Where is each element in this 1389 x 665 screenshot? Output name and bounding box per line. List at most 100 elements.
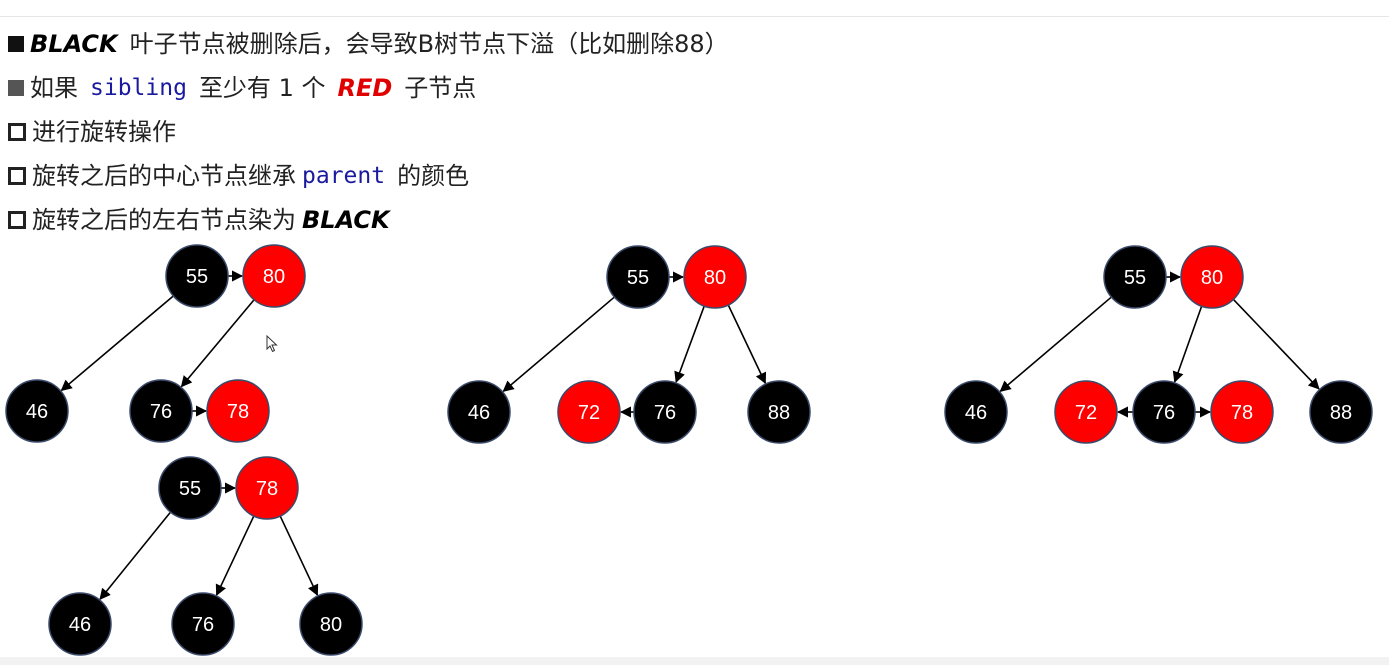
bullet-list: BLACK 叶子节点被删除后，会导致B树节点下溢（比如删除88） 如果 sibl…	[8, 22, 729, 242]
tree-node-t3-76: 76	[1132, 380, 1196, 444]
node-circle-black	[171, 592, 235, 656]
tree-node-t4-76: 76	[171, 592, 235, 656]
keyword-black: BLACK	[30, 30, 118, 58]
bullet-text: 如果	[30, 74, 78, 102]
edge-arrow-t2-80-to-t2-88	[727, 304, 767, 385]
node-circle-black	[129, 379, 193, 443]
node-value-label: 46	[468, 402, 490, 424]
edge-arrow-t3-55-to-t3-46	[999, 296, 1112, 393]
node-value-label: 78	[1231, 402, 1253, 424]
hollow-square-bullet-icon	[8, 123, 26, 141]
node-circle-black	[48, 592, 112, 656]
node-circle-black	[299, 592, 363, 656]
node-circle-black	[1132, 380, 1196, 444]
mouse-cursor-icon	[266, 335, 278, 353]
node-circle-black	[944, 380, 1008, 444]
bullet-rotate: 进行旋转操作	[8, 110, 729, 154]
tree-node-t1-78: 78	[206, 379, 270, 443]
keyword-black: BLACK	[302, 206, 390, 234]
node-value-label: 76	[654, 402, 676, 424]
node-circle-red	[1210, 380, 1274, 444]
tree-node-t1-46: 46	[5, 379, 69, 443]
node-value-label: 88	[768, 402, 790, 424]
bullet-text: 叶子节点被删除后，会导致B树节点下溢（比如删除88）	[129, 30, 729, 58]
node-value-label: 80	[263, 266, 285, 288]
node-value-label: 80	[320, 614, 342, 636]
node-value-label: 46	[965, 402, 987, 424]
nodes-layer: 55 80 46 76 78 55 80 46 72 76 88 55 80 46 72 76 78 88 55 78…	[5, 244, 1373, 656]
node-circle-red	[1054, 380, 1118, 444]
edge-arrow-t4-78-to-t4-76	[215, 515, 255, 597]
tree-node-t1-80: 80	[242, 244, 306, 308]
node-circle-black	[633, 380, 697, 444]
node-value-label: 78	[227, 401, 249, 423]
node-value-label: 55	[179, 478, 201, 500]
tree-node-t2-88: 88	[747, 380, 811, 444]
bullet-black-leaf-deleted: BLACK 叶子节点被删除后，会导致B树节点下溢（比如删除88）	[8, 22, 729, 66]
tree-node-t2-76: 76	[633, 380, 697, 444]
bullet-text: 进行旋转操作	[32, 118, 176, 146]
node-circle-red	[683, 245, 747, 309]
bullet-text: 至少有 1 个	[198, 74, 326, 102]
node-value-label: 55	[186, 266, 208, 288]
bullet-center-inherits-parent-color: 旋转之后的中心节点继承 parent 的颜色	[8, 154, 729, 198]
node-circle-black	[5, 379, 69, 443]
edge-arrow-t3-80-to-t3-76	[1172, 305, 1203, 383]
edge-arrow-t2-80-to-t2-76	[674, 305, 705, 384]
node-circle-black	[1309, 380, 1373, 444]
node-value-label: 78	[256, 478, 278, 500]
tree-node-t3-46: 46	[944, 380, 1008, 444]
tree-node-t1-55: 55	[165, 244, 229, 308]
node-circle-black	[447, 380, 511, 444]
tree-node-t2-80: 80	[683, 245, 747, 309]
tree-node-t2-55: 55	[606, 245, 670, 309]
hollow-square-bullet-icon	[8, 211, 26, 229]
bullet-text: 子节点	[404, 74, 477, 102]
node-value-label: 72	[578, 402, 600, 424]
node-circle-red	[235, 456, 299, 520]
node-value-label: 76	[192, 614, 214, 636]
bullet-text: 旋转之后的中心节点继承	[32, 162, 296, 190]
node-circle-red	[242, 244, 306, 308]
node-circle-black	[606, 245, 670, 309]
node-circle-black	[165, 244, 229, 308]
edge-arrow-t4-55-to-t4-46	[99, 511, 172, 600]
tree-node-t3-80: 80	[1180, 245, 1244, 309]
tree-node-t4-55: 55	[158, 456, 222, 520]
node-value-label: 88	[1330, 402, 1352, 424]
node-value-label: 76	[150, 401, 172, 423]
node-value-label: 55	[627, 267, 649, 289]
hollow-square-bullet-icon	[8, 167, 26, 185]
tree-node-t1-76: 76	[129, 379, 193, 443]
node-circle-red	[1180, 245, 1244, 309]
edge-arrow-t4-78-to-t4-80	[279, 515, 319, 597]
tree-node-t2-72: 72	[557, 380, 621, 444]
code-parent: parent	[302, 163, 386, 189]
node-circle-black	[158, 456, 222, 520]
code-sibling: sibling	[90, 75, 187, 101]
node-value-label: 46	[26, 401, 48, 423]
bullet-text: 旋转之后的左右节点染为	[32, 206, 296, 234]
node-value-label: 72	[1075, 402, 1097, 424]
tree-node-t3-78: 78	[1210, 380, 1274, 444]
node-value-label: 80	[1201, 267, 1223, 289]
tree-node-t3-88: 88	[1309, 380, 1373, 444]
solid-square-bullet-icon	[8, 36, 24, 52]
node-circle-red	[557, 380, 621, 444]
tree-node-t4-78: 78	[235, 456, 299, 520]
node-value-label: 55	[1124, 267, 1146, 289]
solid-square-bullet-icon	[8, 80, 24, 96]
node-value-label: 80	[704, 267, 726, 289]
tree-node-t4-46: 46	[48, 592, 112, 656]
bullet-left-right-black: 旋转之后的左右节点染为 BLACK	[8, 198, 729, 242]
top-divider	[0, 16, 1389, 17]
edges-layer	[60, 270, 1320, 600]
edge-arrow-t1-55-to-t1-46	[60, 295, 174, 392]
tree-node-t3-72: 72	[1054, 380, 1118, 444]
keyword-red: RED	[337, 74, 393, 102]
edge-arrow-t3-80-to-t3-88	[1232, 298, 1320, 390]
edge-arrow-t2-55-to-t2-46	[502, 296, 615, 393]
bottom-band	[0, 657, 1389, 665]
